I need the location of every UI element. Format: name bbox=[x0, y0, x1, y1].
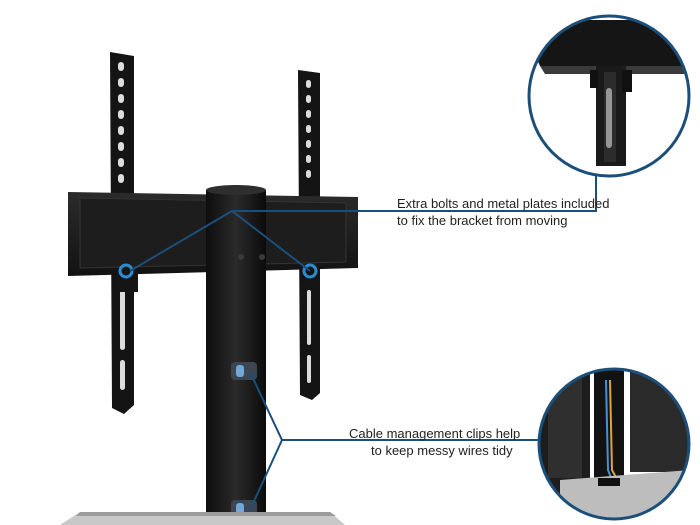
zoom-bolt-detail bbox=[527, 14, 691, 178]
bolts-callout-line2: to fix the bracket from moving bbox=[397, 213, 568, 228]
cables-callout-line2: to keep messy wires tidy bbox=[371, 443, 513, 458]
bolts-callout-line1: Extra bolts and metal plates included bbox=[397, 196, 610, 211]
cables-callout: Cable management clips help to keep mess… bbox=[349, 425, 520, 459]
base-shelf bbox=[60, 512, 345, 525]
cables-callout-line1: Cable management clips help bbox=[349, 426, 521, 441]
callout-lines bbox=[129, 170, 597, 511]
zoom-cable-detail bbox=[537, 367, 691, 521]
center-pole bbox=[206, 185, 266, 525]
bolts-callout: Extra bolts and metal plates included to… bbox=[397, 195, 609, 229]
bracket-bolts bbox=[118, 263, 320, 292]
